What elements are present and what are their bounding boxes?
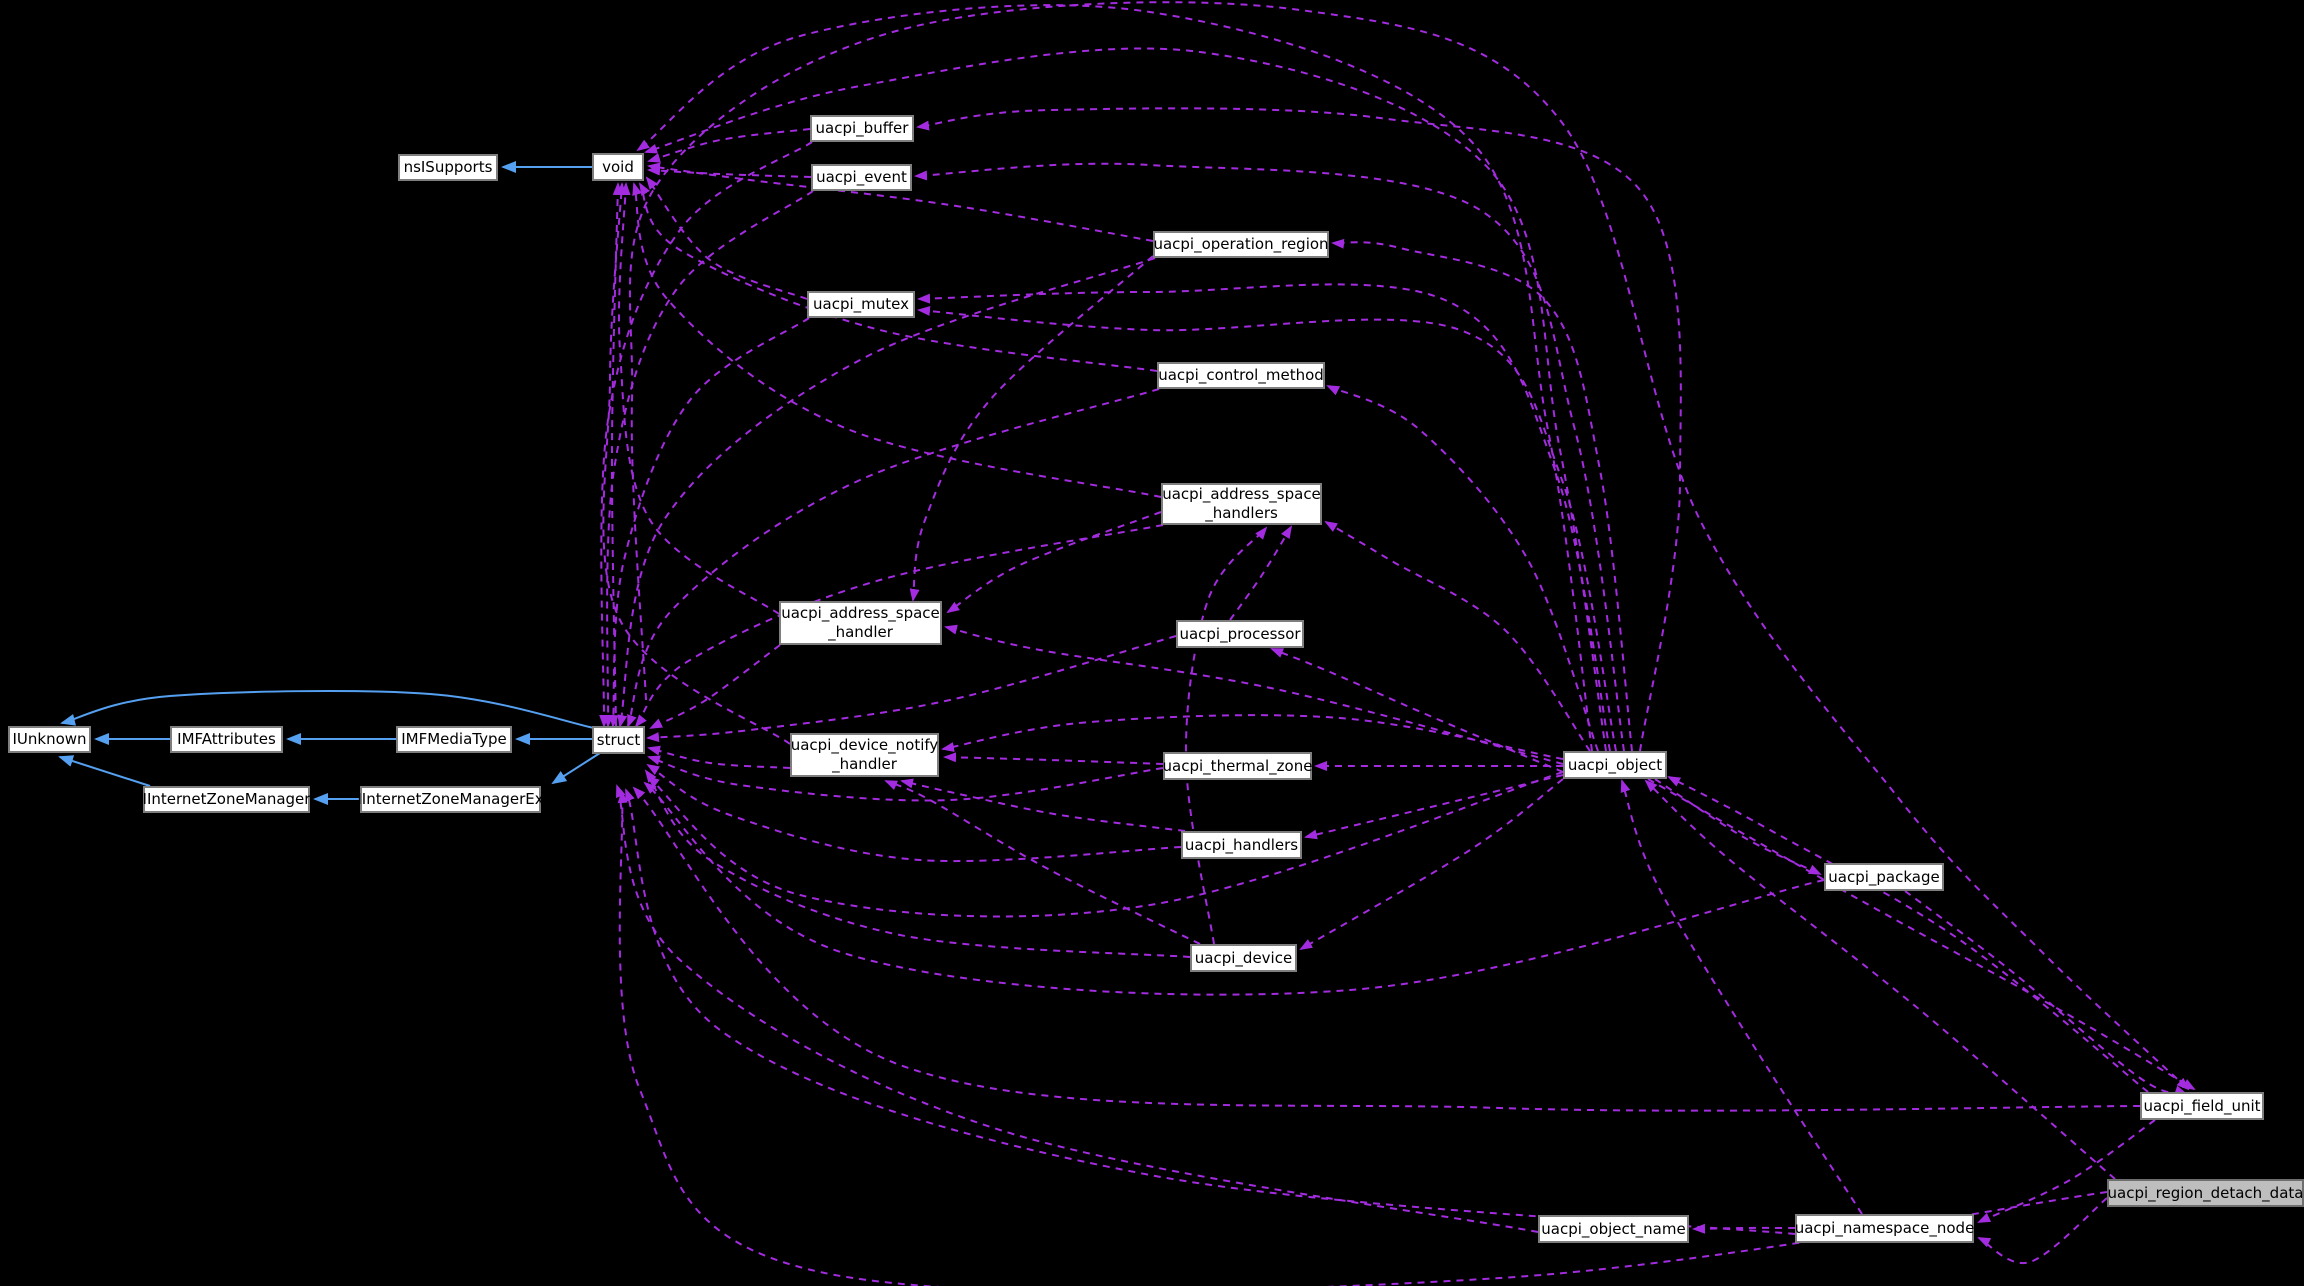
- node-uacpi_thermal_zone[interactable]: uacpi_thermal_zone: [1163, 752, 1312, 780]
- node-uacpi_object_name[interactable]: uacpi_object_name: [1538, 1215, 1689, 1243]
- edge-uacpi_handlers-to-uacpi_device_notify_handler: [900, 778, 1186, 832]
- edge-IInternetZoneManager-to-IUnknown: [58, 755, 151, 787]
- edge-uacpi_control_method-to-void: [638, 182, 1158, 372]
- node-IUnknown[interactable]: IUnknown: [8, 726, 91, 753]
- edge-struct-to-uacpi_field_unit: [628, 1, 2190, 1091]
- edge-uacpi_buffer-to-struct: [599, 141, 813, 728]
- edge-uacpi_device_notify_handler-to-struct: [647, 745, 791, 769]
- node-uacpi_operation_region[interactable]: uacpi_operation_region: [1153, 231, 1329, 258]
- edge-uacpi_object-to-uacpi_device_notify_handler: [941, 714, 1564, 760]
- edge-uacpi_buffer-to-void: [647, 128, 811, 163]
- edge-uacpi_object-to-uacpi_address_space_handlers: [1324, 520, 1591, 752]
- edge-uacpi_event-to-void: [647, 165, 812, 178]
- edge-uacpi_field_unit-to-struct: [632, 786, 2141, 1112]
- edge-uacpi_object-to-uacpi_package: [1654, 778, 1822, 875]
- node-uacpi_address_space_handler[interactable]: uacpi_address_space _handler: [779, 601, 942, 645]
- edge-uacpi_control_method-to-struct: [627, 388, 1160, 728]
- edge-uacpi_object-to-void: [636, 4, 1593, 752]
- edge-uacpi_object-to-uacpi_operation_region: [1331, 238, 1633, 752]
- node-uacpi_address_space_handlers[interactable]: uacpi_address_space _handlers: [1161, 483, 1322, 525]
- edge-uacpi_operation_region-to-void: [647, 162, 1154, 242]
- node-uacpi_event[interactable]: uacpi_event: [811, 164, 912, 191]
- node-uacpi_package[interactable]: uacpi_package: [1824, 863, 1944, 891]
- edge-uacpi_object-to-uacpi_control_method: [1326, 385, 1599, 752]
- edge-uacpi_object-to-uacpi_event: [914, 162, 1625, 752]
- edge-uacpi_object-to-void: [644, 47, 1607, 752]
- edge-uacpi_field_unit-to-uacpi_object: [1667, 776, 2149, 1093]
- edge-uacpi_mutex-to-void: [645, 176, 808, 300]
- node-uacpi_object[interactable]: uacpi_object: [1563, 751, 1667, 779]
- edge-uacpi_device_notify_handler-to-void: [602, 182, 791, 745]
- edge-uacpi_processor-to-uacpi_address_space_handlers: [1229, 525, 1293, 621]
- edge-uacpi_region_detach_data-to-struct: [617, 790, 2108, 1286]
- node-IInternetZoneManager[interactable]: IInternetZoneManager: [143, 786, 310, 813]
- edge-uacpi_address_space_handler-to-struct: [649, 644, 781, 729]
- edge-uacpi_address_space_handlers-to-uacpi_address_space_handler: [946, 511, 1162, 614]
- node-uacpi_device_notify_handler[interactable]: uacpi_device_notify _handler: [790, 733, 939, 777]
- edge-uacpi_device-to-struct: [644, 769, 1191, 958]
- edge-uacpi_address_space_handlers-to-struct: [634, 524, 1164, 728]
- node-IInternetZoneManagerEx[interactable]: IInternetZoneManagerEx: [357, 786, 544, 813]
- node-uacpi_handlers[interactable]: uacpi_handlers: [1181, 831, 1302, 859]
- node-uacpi_device[interactable]: uacpi_device: [1190, 944, 1297, 972]
- edge-uacpi_region_detach_data-to-uacpi_object: [1644, 779, 2116, 1180]
- edge-uacpi_object-to-uacpi_address_space_handler: [944, 624, 1564, 765]
- node-uacpi_control_method[interactable]: uacpi_control_method: [1157, 362, 1325, 389]
- node-IMFMediaType[interactable]: IMFMediaType: [396, 726, 512, 753]
- edge-uacpi_object-to-uacpi_device: [1299, 778, 1564, 951]
- edge-uacpi_namespace_node-to-uacpi_object: [1620, 779, 1863, 1215]
- edge-uacpi_package-to-uacpi_field_unit: [1904, 890, 2188, 1096]
- edge-uacpi_object-to-uacpi_processor: [1270, 648, 1564, 773]
- edge-uacpi_event-to-struct: [603, 190, 814, 728]
- edge-uacpi_address_space_handlers-to-void: [632, 182, 1162, 498]
- edge-uacpi_object-to-struct: [646, 771, 1564, 918]
- edge-uacpi_field_unit-to-uacpi_namespace_node: [1977, 1119, 2156, 1223]
- edge-uacpi_processor-to-struct: [646, 635, 1177, 743]
- node-uacpi_processor[interactable]: uacpi_processor: [1176, 620, 1304, 648]
- edge-uacpi_object-to-uacpi_buffer: [916, 107, 1682, 752]
- edge-uacpi_operation_region-to-uacpi_address_space_handler: [909, 255, 1154, 602]
- node-uacpi_region_detach_data: uacpi_region_detach_data: [2107, 1179, 2304, 1207]
- node-void[interactable]: void: [592, 153, 644, 181]
- edge-struct-to-IInternetZoneManagerEx: [551, 752, 601, 785]
- edge-uacpi_device-to-uacpi_address_space_handlers: [1184, 526, 1268, 945]
- edge-uacpi_mutex-to-struct: [608, 317, 810, 728]
- edge-uacpi_namespace_node-to-uacpi_object_name: [1692, 1223, 1796, 1234]
- edge-struct-to-IUnknown: [60, 690, 595, 729]
- edge-uacpi_thermal_zone-to-uacpi_device_notify_handler: [943, 752, 1164, 765]
- edge-uacpi_handlers-to-struct: [646, 763, 1182, 863]
- node-nsISupports[interactable]: nsISupports: [398, 154, 498, 181]
- edge-uacpi_object-to-uacpi_field_unit: [1647, 778, 2196, 1091]
- edge-uacpi_device-to-uacpi_device_notify_handler: [884, 780, 1201, 945]
- edge-uacpi_thermal_zone-to-struct: [647, 755, 1164, 802]
- node-struct[interactable]: struct: [592, 726, 645, 754]
- node-uacpi_namespace_node[interactable]: uacpi_namespace_node: [1795, 1214, 1974, 1243]
- edge-uacpi_object_name-to-struct: [616, 784, 1539, 1233]
- node-uacpi_mutex[interactable]: uacpi_mutex: [807, 291, 915, 318]
- edge-uacpi_region_detach_data-to-uacpi_namespace_node: [1977, 1197, 2108, 1265]
- edge-uacpi_object-to-uacpi_handlers: [1304, 774, 1564, 840]
- edge-uacpi_object-to-uacpi_mutex: [917, 283, 1611, 752]
- node-uacpi_buffer[interactable]: uacpi_buffer: [810, 115, 914, 142]
- node-uacpi_field_unit[interactable]: uacpi_field_unit: [2140, 1092, 2264, 1120]
- node-IMFAttributes[interactable]: IMFAttributes: [170, 726, 283, 753]
